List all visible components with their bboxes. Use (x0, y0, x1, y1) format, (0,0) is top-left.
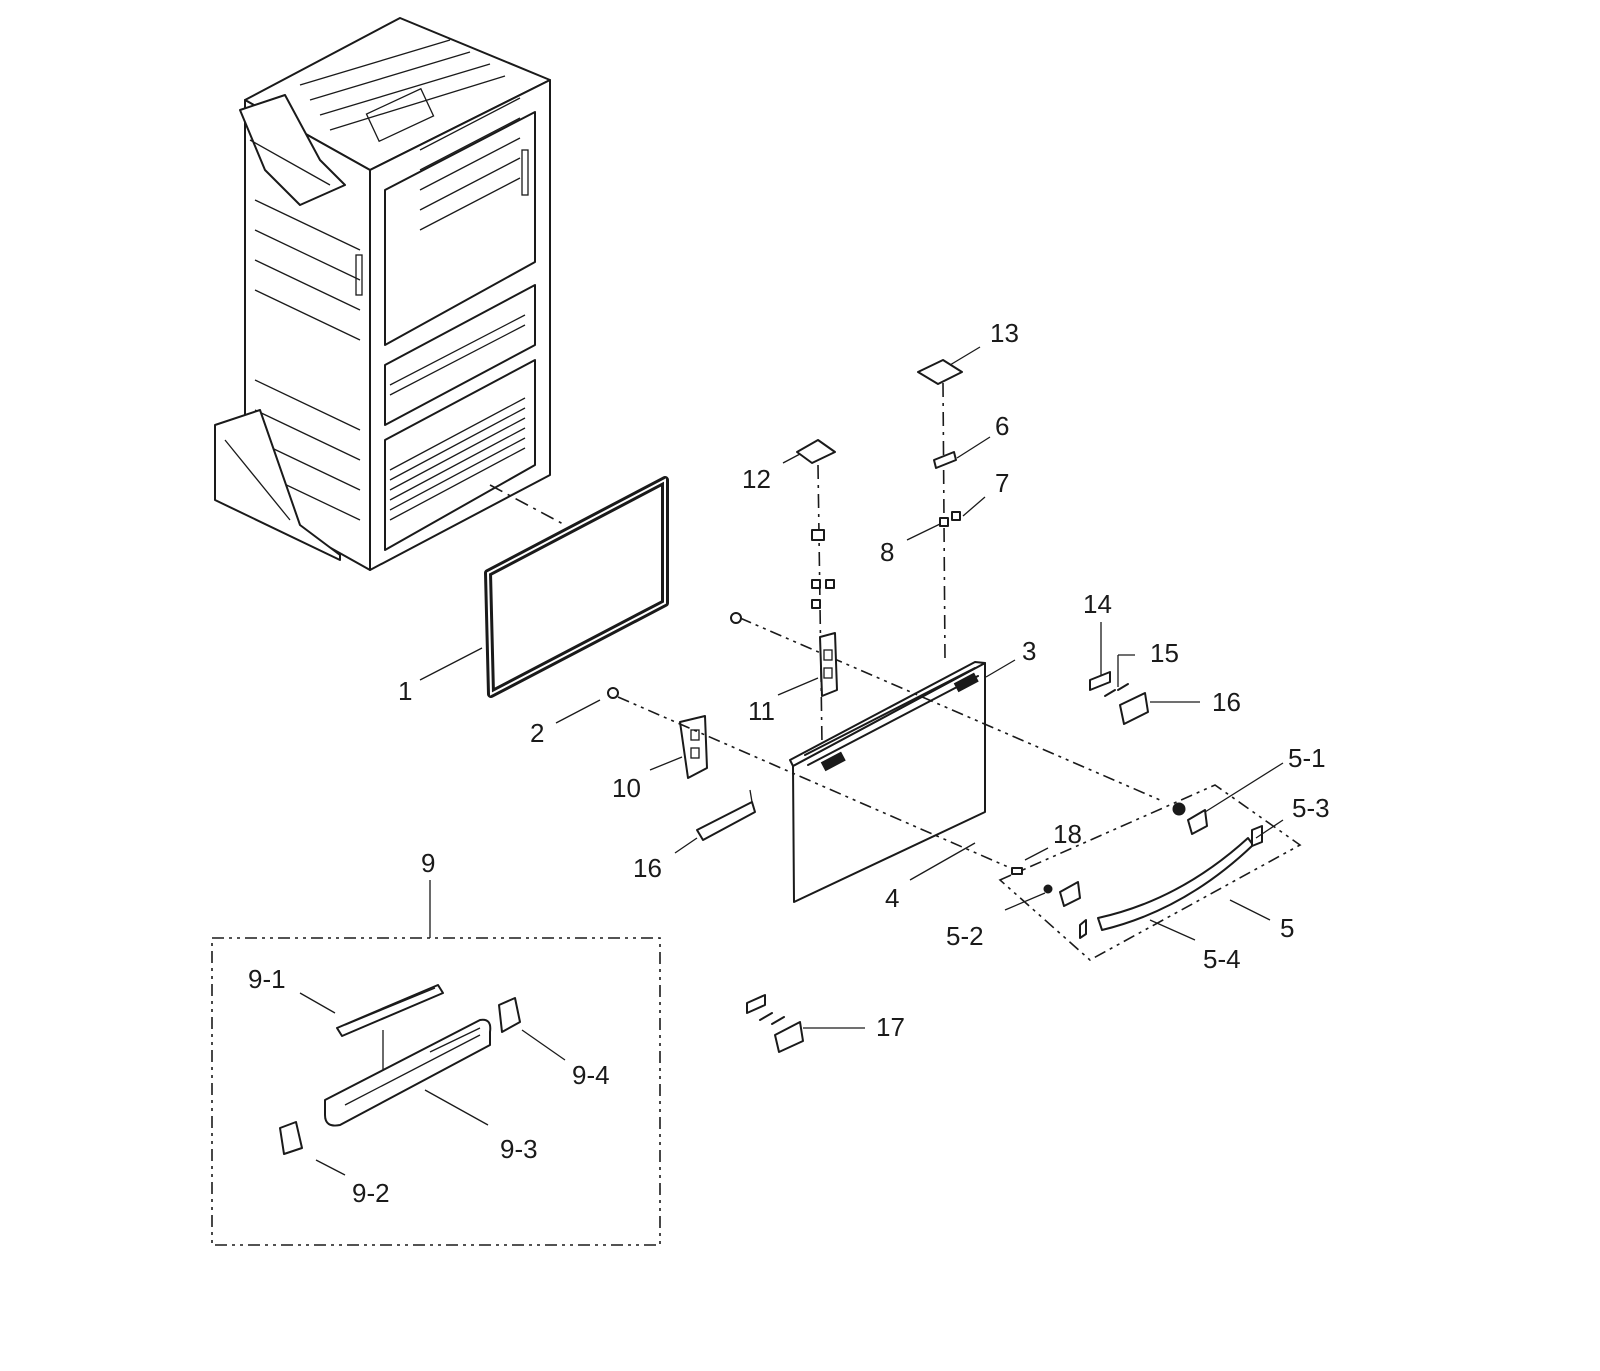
label-5-2: 5-2 (946, 921, 984, 951)
end-cap-left (1079, 919, 1087, 939)
basket-cover-9-1 (336, 984, 444, 1037)
label-16-right: 16 (1212, 687, 1241, 717)
end-cap-5-3 (1251, 825, 1263, 847)
hinge-bracket-11 (819, 632, 838, 697)
handle-cap-5-2 (1043, 881, 1081, 907)
label-10: 10 (612, 773, 641, 803)
screw-right (730, 612, 742, 624)
end-bracket-9-2 (279, 1121, 303, 1155)
screw-2 (607, 687, 619, 699)
label-12: 12 (742, 464, 771, 494)
label-8: 8 (880, 537, 894, 567)
label-9-2: 9-2 (352, 1178, 390, 1208)
handle-cap-5-1 (1187, 809, 1208, 835)
label-18: 18 (1053, 819, 1082, 849)
leader-lines (299, 346, 1284, 1176)
label-1: 1 (398, 676, 412, 706)
part-labels: 1 2 3 4 5 5-1 5-2 5-3 5-4 6 7 8 9 9-1 9-… (248, 318, 1330, 1208)
bushing-7-8 (939, 511, 961, 527)
refrigerator-cabinet (214, 17, 551, 571)
hinge-cover-13 (917, 359, 963, 385)
screw-18 (1011, 867, 1023, 875)
rail-cover-16-left (696, 789, 756, 841)
rail-parts-14-15-16 (1089, 671, 1149, 725)
label-7: 7 (995, 468, 1009, 498)
basket-9-3 (324, 1018, 492, 1127)
handle-5-4 (1097, 837, 1254, 931)
label-5: 5 (1280, 913, 1294, 943)
label-2: 2 (530, 718, 544, 748)
freezer-door (789, 661, 986, 903)
label-11: 11 (748, 696, 775, 726)
label-9-1: 9-1 (248, 964, 286, 994)
assembly-9-box (211, 937, 661, 1246)
label-5-1: 5-1 (1288, 743, 1326, 773)
label-5-3: 5-3 (1292, 793, 1330, 823)
door-gasket (484, 476, 669, 698)
label-9-4: 9-4 (572, 1060, 610, 1090)
label-6: 6 (995, 411, 1009, 441)
hinge-pin-6 (933, 451, 957, 469)
hinge-cover-12 (796, 439, 836, 464)
end-bracket-9-4 (498, 997, 521, 1033)
screw-5-1 (1172, 802, 1186, 816)
hinge-pin-left (811, 529, 835, 609)
label-17: 17 (876, 1012, 905, 1042)
label-15: 15 (1150, 638, 1179, 668)
label-14: 14 (1083, 589, 1112, 619)
label-3: 3 (1022, 636, 1036, 666)
rail-parts-17 (746, 994, 804, 1053)
label-9-3: 9-3 (500, 1134, 538, 1164)
door-bracket-10 (679, 715, 708, 779)
label-4: 4 (885, 883, 899, 913)
label-5-4: 5-4 (1203, 944, 1241, 974)
label-9: 9 (421, 848, 435, 878)
label-16-left: 16 (633, 853, 662, 883)
label-13: 13 (990, 318, 1019, 348)
